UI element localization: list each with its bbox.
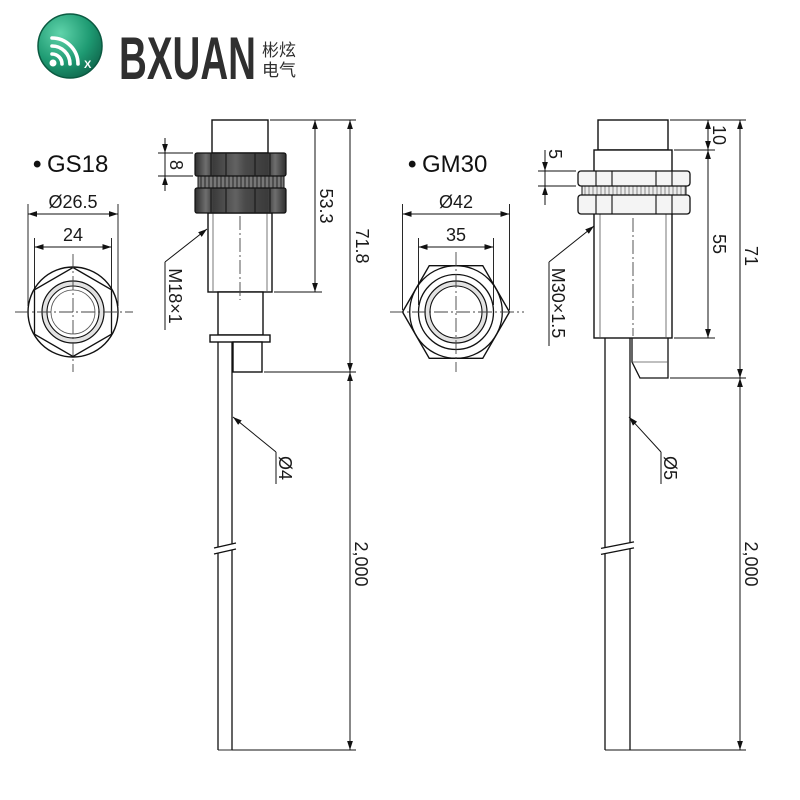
gs18-nut-face-lines	[210, 153, 271, 213]
cable-break-mark	[600, 541, 635, 556]
gm30-side-view	[577, 119, 691, 750]
dim-label-hex-width: 24	[63, 225, 83, 245]
dim-label-total-length: 71	[741, 246, 761, 266]
gs18-sensor-cap	[211, 119, 269, 154]
gs18-cable	[213, 342, 237, 750]
dim-label-cable-length: 2,000	[351, 541, 371, 586]
gs18-cable-gland	[232, 341, 263, 373]
dim-label-thread-spec: M18×1	[165, 268, 185, 324]
brand-name: BXUAN	[119, 25, 256, 92]
gs18-side-dimensions: 8 53.3 71.8 2,000 M18×1 Ø4	[158, 119, 372, 751]
dim-label-thread-length: 53.3	[316, 188, 336, 223]
gs18-side-view	[194, 119, 287, 750]
gm30-model-label: GM30	[422, 151, 487, 178]
logo-wave-arc	[50, 44, 72, 66]
dim-label-cable-length: 2,000	[741, 541, 761, 586]
gm30-cable	[600, 338, 635, 750]
gs18-model-label: GS18	[47, 151, 108, 178]
gs18-flange	[209, 334, 271, 343]
gs18-section: • GS18 Ø26.5 24	[15, 119, 372, 751]
gm30-sensor-cap	[597, 119, 669, 151]
dim-label-thread-spec: M30×1.5	[548, 268, 568, 339]
dim-label-cable-dia: Ø5	[660, 456, 680, 480]
logo-wave-dot	[49, 59, 57, 67]
gm30-section: • GM30 Ø42 35	[390, 119, 761, 751]
leader-cable-dia	[628, 416, 662, 453]
brand-cn-top: 彬炫	[262, 41, 296, 61]
cable-break-mark	[213, 542, 237, 555]
dim-label-nut-thickness: 5	[545, 149, 565, 159]
gm30-bullet: •	[408, 151, 416, 178]
brand-header: X BXUAN 彬炫 电气	[37, 13, 296, 92]
gs18-thread-between-nuts	[197, 174, 285, 190]
gs18-front-hex-nut	[33, 266, 113, 358]
logo-wave-arc	[50, 36, 80, 66]
dim-label-total-length: 71.8	[352, 228, 372, 263]
gm30-nut-upper	[577, 170, 691, 187]
gm30-front-view	[390, 252, 524, 372]
gs18-front-dimensions: Ø26.5 24	[27, 192, 119, 306]
gm30-nut-face-lines	[595, 171, 673, 214]
dim-label-cable-dia: Ø4	[275, 456, 295, 480]
brand-logo: X	[37, 13, 103, 79]
dim-label-cap-length: 10	[709, 125, 729, 145]
brand-cn-bottom: 电气	[262, 61, 296, 81]
leader-thread-spec	[548, 225, 595, 263]
gm30-nut-lower	[577, 194, 691, 215]
gs18-lower-body	[217, 291, 264, 336]
dim-label-outer-dia: Ø42	[439, 192, 473, 212]
gs18-front-view	[15, 254, 133, 372]
gs18-nut-upper	[194, 152, 287, 177]
logo-mark: X	[84, 59, 92, 71]
gs18-nut-lower	[194, 187, 287, 214]
logo-wave-arcs	[50, 36, 80, 66]
gm30-side-dimensions: 5 10 55 71 2,000 M30×1.5 Ø5	[538, 119, 761, 751]
gs18-bullet: •	[33, 151, 41, 178]
dim-label-hex-width: 35	[446, 225, 466, 245]
logo-wave-arc	[50, 52, 64, 66]
gm30-cable-gland	[631, 338, 669, 379]
leader-thread-spec	[164, 228, 208, 263]
gm30-front-dimensions: Ø42 35	[402, 192, 510, 310]
leader-cable-dia	[232, 416, 277, 453]
dim-label-thread-length: 55	[709, 234, 729, 254]
dim-label-outer-dia: Ø26.5	[48, 192, 97, 212]
dim-label-nut-thickness: 8	[166, 160, 186, 170]
